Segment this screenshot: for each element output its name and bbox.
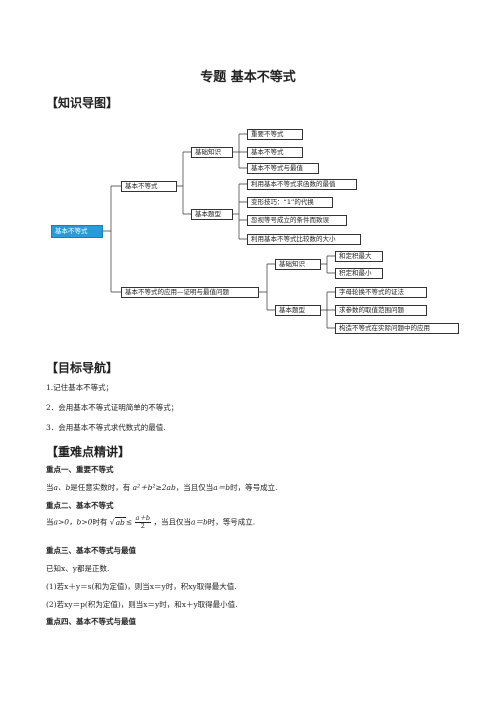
mindmap-b2-t-item: 构造不等式在实际问题中的应用 xyxy=(335,323,459,334)
page-title: 专题 基本不等式 xyxy=(200,70,296,85)
mindmap-b2-knowledge: 基础知识 xyxy=(275,259,321,270)
point-3-heading: 重点三、基本不等式与最值 xyxy=(46,546,136,555)
section-goals: 【目标导航】 xyxy=(46,361,119,375)
mind-map-connectors xyxy=(103,133,335,329)
point-3-line: (1)若x＋y＝s(和为定值)，则当x＝y时，积xy取得最大值. xyxy=(46,582,237,591)
mindmap-b2-t-item: 字母轮换不等式的证法 xyxy=(335,287,427,298)
mind-map: 基本不等式 基本不等式 基本不等式的应用—证明与最值问题 基础知识 基本题型 重… xyxy=(45,118,465,348)
mindmap-b1-t-item: 忽视等号成立的条件而致误 xyxy=(247,215,347,226)
mindmap-b2-t-item: 求参数的取值范围问题 xyxy=(335,305,427,316)
mindmap-b1-t-item: 利用基本不等式比较数的大小 xyxy=(247,234,361,245)
mindmap-b1-t-item: 利用基本不等式求函数的最值 xyxy=(247,179,357,190)
mindmap-root: 基本不等式 xyxy=(51,225,103,238)
mindmap-b2-k-item: 积定和最小 xyxy=(335,268,383,279)
mindmap-b2-k-item: 和定积最大 xyxy=(335,251,383,262)
mindmap-b2-types: 基本题型 xyxy=(275,305,321,316)
goal-item: 1.记住基本不等式； xyxy=(46,383,114,392)
mindmap-b1-k-item: 基本不等式与最值 xyxy=(247,163,319,174)
goal-item: 3．会用基本不等式求代数式的最值. xyxy=(46,423,166,432)
mindmap-b1-knowledge: 基础知识 xyxy=(191,147,233,158)
mindmap-b1-types: 基本题型 xyxy=(191,209,233,220)
point-3-line: (2)若xy＝p(积为定值)，则当x＝y时，和x＋y取得最小值. xyxy=(46,600,238,609)
point-3-line: 已知x、y都是正数. xyxy=(46,564,110,573)
point-1-text: 当a、b是任意实数时，有 a²＋b²≥2ab，当且仅当a＝b时，等号成立. xyxy=(46,483,278,492)
mindmap-branch-application: 基本不等式的应用—证明与最值问题 xyxy=(121,287,259,298)
mindmap-b1-k-item: 重要不等式 xyxy=(247,129,303,140)
point-2-heading: 重点二、基本不等式 xyxy=(46,501,114,510)
point-1-heading: 重点一、重要不等式 xyxy=(46,465,114,474)
section-mindmap: 【知识导图】 xyxy=(46,96,119,110)
mindmap-b1-k-item: 基本不等式 xyxy=(247,147,303,158)
point-4-heading: 重点四、基本不等式与最值 xyxy=(46,617,136,626)
mindmap-branch-basic: 基本不等式 xyxy=(121,181,177,192)
mindmap-b1-t-item: 变形技巧：“1”的代换 xyxy=(247,197,333,208)
goal-item: 2．会用基本不等式证明简单的不等式； xyxy=(46,403,179,412)
section-keypoints: 【重难点精讲】 xyxy=(46,445,131,459)
